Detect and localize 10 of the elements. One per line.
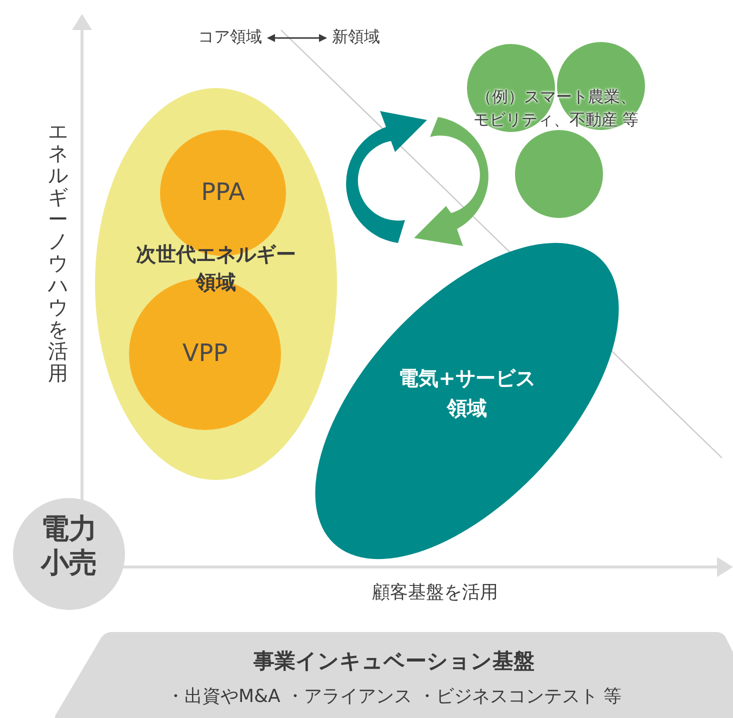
platform-title: 事業インキュベーション基盤 — [252, 648, 536, 675]
platform-items: ・出資やM&A ・アライアンス ・ビジネスコンテスト 等 — [165, 685, 623, 708]
category-label: 電力小売 — [40, 512, 98, 580]
axis-label: 新領域 — [332, 27, 381, 48]
axis-label: 顧客基盤を活用 — [371, 581, 499, 604]
area-label: 電気+サービス領域 — [398, 365, 536, 422]
axis-label: エネルギーノウハウを活用 — [48, 120, 68, 384]
area-label: PPA — [200, 178, 246, 206]
area-label: VPP — [181, 339, 229, 367]
axis-label: コア領域 — [197, 27, 262, 48]
